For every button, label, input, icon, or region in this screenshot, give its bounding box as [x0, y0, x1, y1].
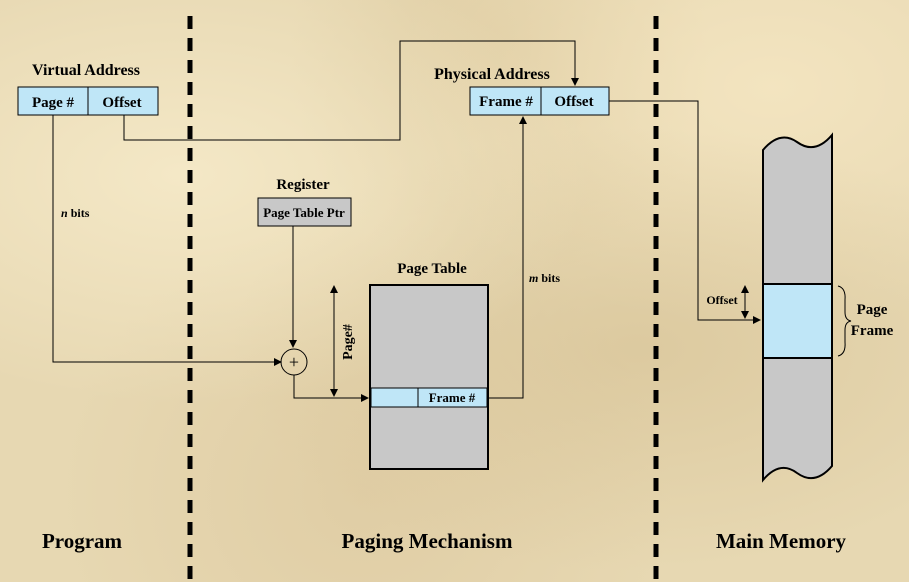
- virtual-address-title: Virtual Address: [32, 62, 140, 79]
- register-value: Page Table Ptr: [263, 205, 345, 220]
- physical-offset-field: [540, 86, 610, 116]
- page-frame-label-1: Page: [857, 302, 888, 318]
- virtual-page-label: Page #: [32, 95, 75, 111]
- page-number-route-arrow: [52, 115, 282, 366]
- physical-offset-label: Offset: [554, 94, 593, 110]
- page-table-entry-label: Frame #: [429, 390, 476, 405]
- page-index-label: Page#: [341, 324, 356, 360]
- virtual-offset-label: Offset: [102, 95, 141, 111]
- physical-frame-label: Frame #: [479, 94, 533, 110]
- offset-to-memory-arrow: [609, 100, 761, 324]
- page-table-title: Page Table: [397, 261, 467, 277]
- page-table-entry-left: [370, 387, 419, 408]
- page-frame-block: [762, 283, 833, 359]
- page-frame-brace: [837, 285, 852, 357]
- page-frame-label-2: Frame: [851, 323, 894, 339]
- paging-mechanism-caption: Paging Mechanism: [342, 529, 513, 553]
- virtual-offset-field: [87, 86, 159, 116]
- n-bits-label: n bits: [61, 206, 90, 220]
- register-title: Register: [276, 177, 330, 193]
- page-table-box: [369, 284, 489, 470]
- main-memory-caption: Main Memory: [716, 529, 847, 553]
- physical-address-title: Physical Address: [434, 66, 550, 83]
- adder-to-table-arrow: [293, 375, 369, 402]
- offset-route-arrow: [123, 40, 579, 141]
- m-bits-label: m bits: [529, 271, 560, 285]
- register-box: [257, 197, 352, 227]
- program-caption: Program: [42, 529, 123, 553]
- adder-symbol: +: [289, 352, 299, 372]
- frame-offset-label: Offset: [706, 293, 737, 307]
- frame-to-physical-arrow: [487, 116, 527, 399]
